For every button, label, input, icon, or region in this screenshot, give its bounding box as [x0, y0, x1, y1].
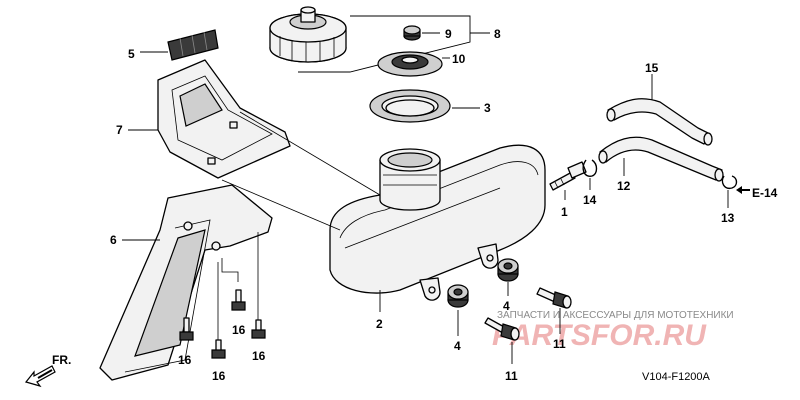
fuel-tank[interactable]: [329, 144, 546, 301]
callout-16c: 16: [232, 323, 246, 337]
watermark-tagline: ЗАПЧАСТИ И АКСЕССУАРЫ ДЛЯ МОТОТЕХНИКИ: [497, 310, 734, 321]
callout-5: 5: [128, 47, 135, 61]
cap-seal[interactable]: [377, 51, 443, 77]
callout-13: 13: [721, 211, 735, 225]
grommet-4-b[interactable]: [497, 258, 519, 282]
callout-2: 2: [376, 317, 383, 331]
callout-16a: 16: [178, 353, 192, 367]
gasket-ring[interactable]: [369, 89, 451, 123]
callout-4b: 4: [503, 299, 510, 313]
callout-15: 15: [645, 61, 659, 75]
callout-11a: 11: [505, 369, 518, 383]
fuel-cap[interactable]: [269, 6, 347, 63]
bolt-16-a[interactable]: [179, 317, 194, 341]
bolt-1[interactable]: [549, 161, 587, 191]
bolt-16-b[interactable]: [211, 339, 226, 359]
callouts: 1 2 3 4 4 5 6 7 8 9 10 11 11 12 13 14 15…: [110, 27, 735, 383]
cap-plug[interactable]: [403, 25, 421, 41]
callout-1: 1: [561, 205, 568, 219]
hose-lower[interactable]: [598, 136, 724, 182]
diagram-code: V104-F1200A: [642, 371, 711, 383]
watermark-logo: PARTSFOR.RU: [492, 319, 707, 352]
callout-3: 3: [484, 101, 491, 115]
front-direction-label: FR.: [52, 353, 71, 367]
reference-label: E-14: [752, 186, 778, 200]
callout-10: 10: [452, 52, 466, 66]
hose-clip[interactable]: [582, 159, 598, 177]
callout-7: 7: [116, 123, 123, 137]
bolt-16-c[interactable]: [231, 289, 246, 311]
watermark: PARTSFOR.RU ЗАПЧАСТИ И АКСЕССУАРЫ ДЛЯ МО…: [492, 310, 734, 352]
callout-12: 12: [617, 179, 631, 193]
callout-8: 8: [494, 27, 501, 41]
hose-upper[interactable]: [606, 98, 713, 146]
support-stay[interactable]: [99, 184, 273, 381]
hose-clamp[interactable]: [721, 175, 738, 190]
flange-bolt-11-b[interactable]: [536, 287, 572, 309]
callout-6: 6: [110, 233, 117, 247]
callout-9: 9: [445, 27, 452, 41]
bolt-16-d[interactable]: [251, 319, 266, 339]
callout-4a: 4: [454, 339, 461, 353]
callout-11b: 11: [553, 337, 566, 351]
callout-16d: 16: [252, 349, 266, 363]
rubber-pad[interactable]: [167, 29, 219, 61]
grommet-4-a[interactable]: [447, 284, 469, 308]
callout-14: 14: [583, 193, 597, 207]
front-direction-arrow: FR.: [24, 353, 71, 388]
tank-bracket[interactable]: [157, 59, 291, 179]
flange-bolt-11-a[interactable]: [484, 317, 520, 341]
callout-16b: 16: [212, 369, 226, 383]
reference-arrow: E-14: [736, 186, 778, 200]
